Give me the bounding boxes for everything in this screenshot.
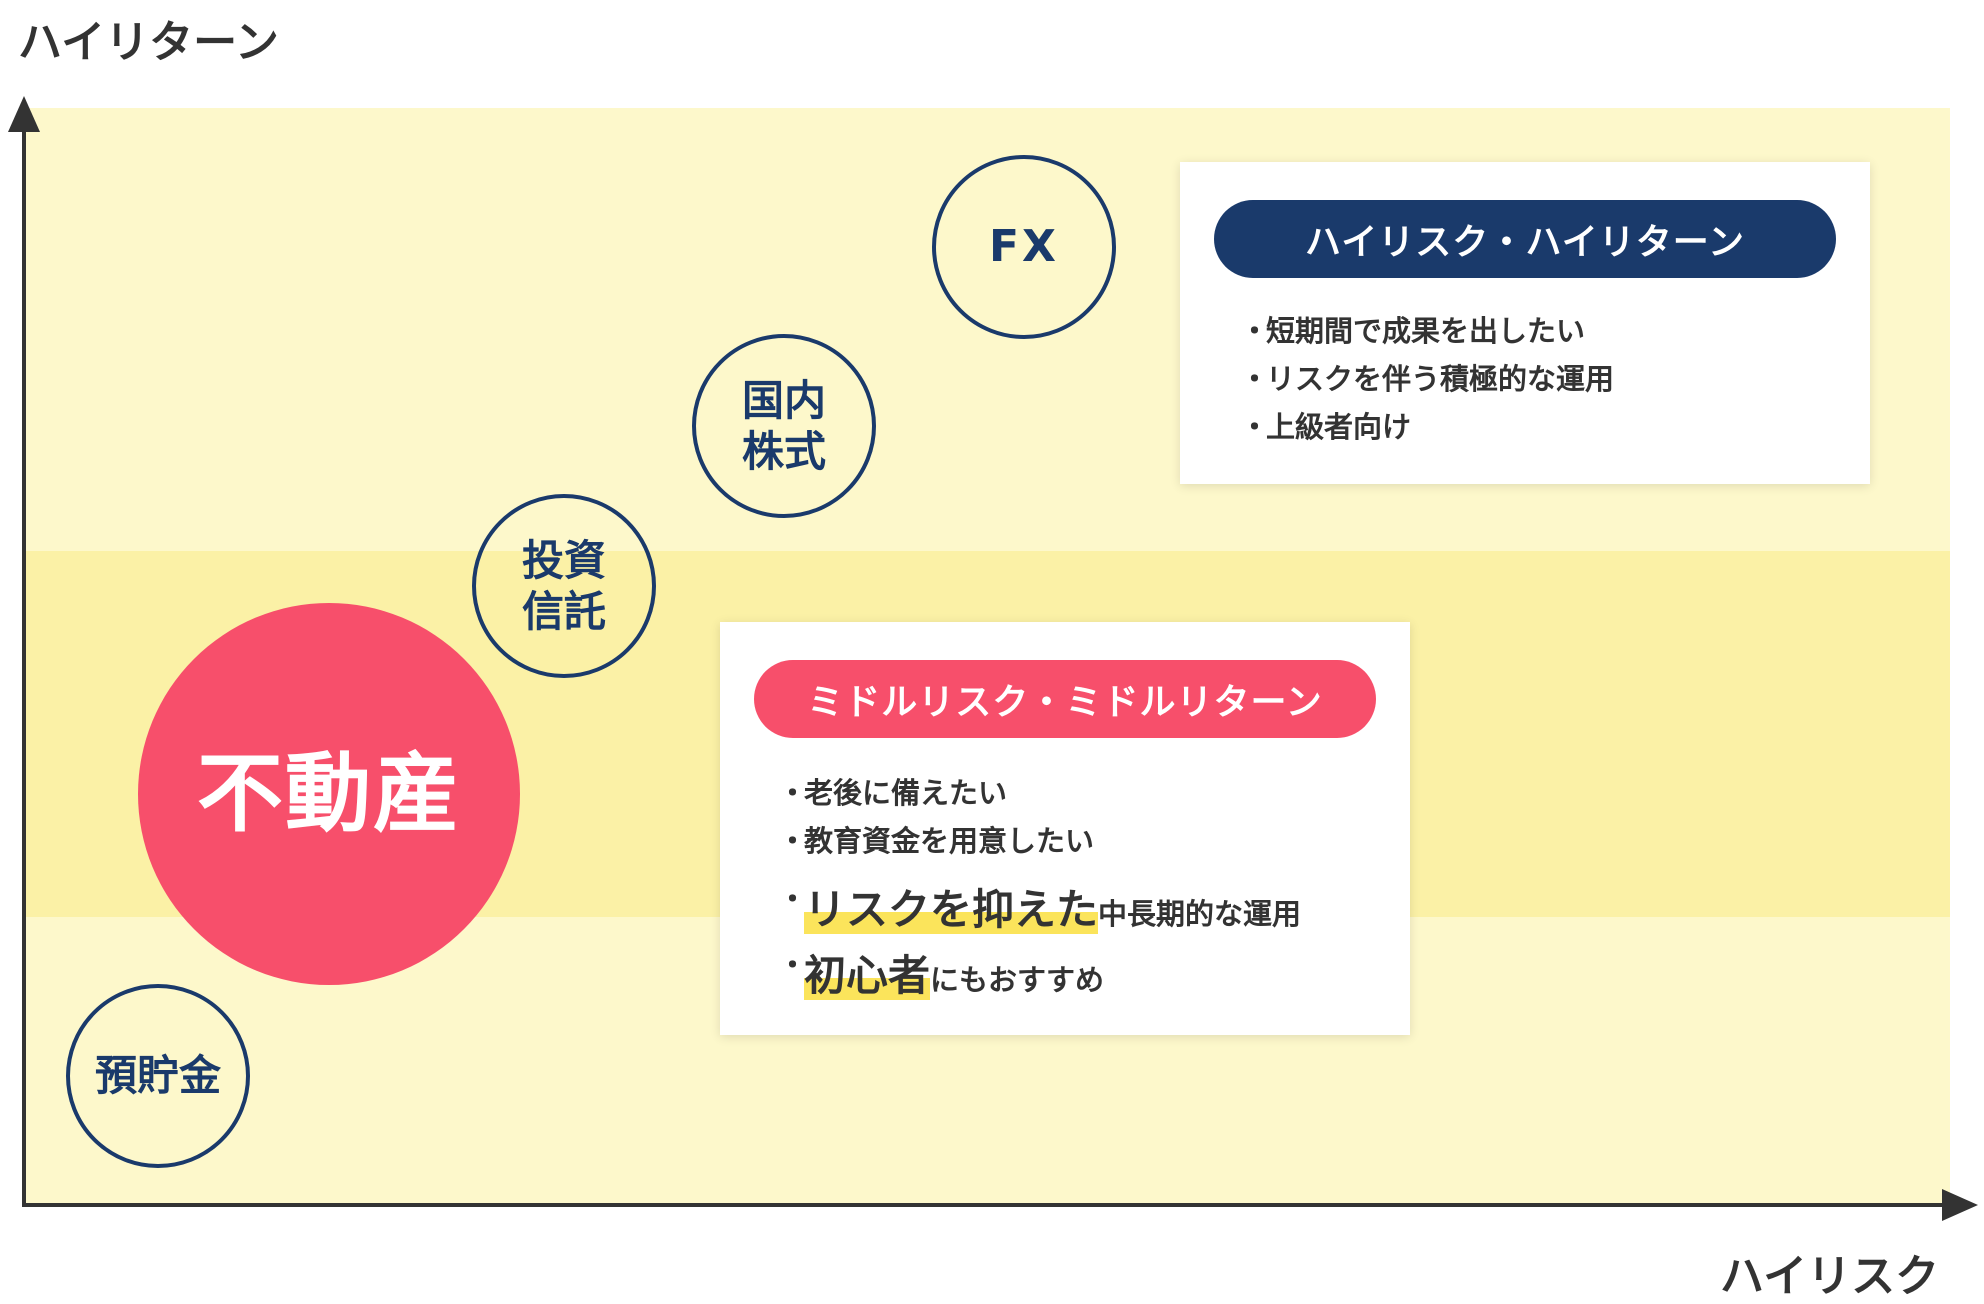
circle-investment-trust-label: 投資 信託 [521,535,606,636]
x-axis-arrow-icon [1942,1189,1978,1221]
circle-domestic-stocks: 国内 株式 [692,334,876,518]
circle-investment-trust: 投資 信託 [472,494,656,678]
highlight-text: リスクを抑えた [804,885,1099,934]
list-item: ・教育資金を用意したい [778,824,1095,858]
list-item: ・上級者向け [1240,410,1412,444]
circle-fx: FX [932,155,1116,339]
circle-savings-label: 預貯金 [94,1051,221,1101]
middle-risk-bullets: ・老後に備えたい ・教育資金を用意したい ・リスクを抑えた中長期的な運用 ・初心… [778,770,1301,1002]
highlight-text: 初心者 [804,951,931,1000]
list-item: ・リスクを抑えた中長期的な運用 [778,882,1302,934]
circle-real-estate-label: 不動産 [197,743,461,844]
high-risk-bullets: ・短期間で成果を出したい ・リスクを伴う積極的な運用 ・上級者向け [1240,308,1614,452]
middle-risk-card: ミドルリスク・ミドルリターン ・老後に備えたい ・教育資金を用意したい ・リスク… [720,622,1410,1035]
list-item: ・老後に備えたい [778,776,1008,810]
circle-real-estate: 不動産 [138,603,520,985]
high-risk-card: ハイリスク・ハイリターン ・短期間で成果を出したい ・リスクを伴う積極的な運用 … [1180,162,1870,484]
high-risk-title: ハイリスク・ハイリターン [1214,200,1836,278]
y-axis-arrow-icon [8,96,40,132]
y-axis-label: ハイリターン [18,17,279,68]
x-axis-label: ハイリスク [1720,1251,1940,1302]
circle-domestic-stocks-label: 国内 株式 [741,375,826,476]
list-item: ・リスクを伴う積極的な運用 [1240,362,1615,396]
circle-fx-label: FX [989,221,1059,273]
list-item: ・初心者にもおすすめ [778,948,1105,1000]
list-item: ・短期間で成果を出したい [1240,314,1586,348]
middle-risk-title: ミドルリスク・ミドルリターン [754,660,1376,738]
circle-savings: 預貯金 [66,984,250,1168]
